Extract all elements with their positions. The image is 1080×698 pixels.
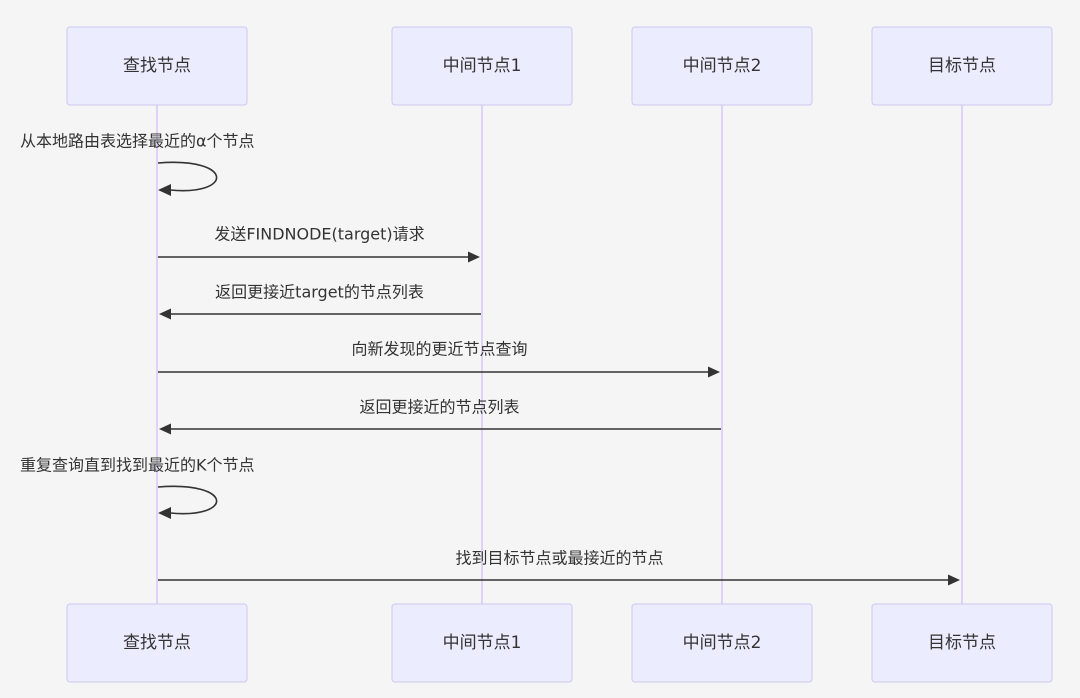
message-3: 返回更接近target的节点列表 xyxy=(159,283,481,320)
arrow-head xyxy=(159,423,171,435)
arrow-head xyxy=(158,184,171,196)
message-1: 从本地路由表选择最近的α个节点 xyxy=(20,132,255,196)
message-label: 返回更接近target的节点列表 xyxy=(215,283,424,302)
actor-label: 目标节点 xyxy=(928,633,996,653)
arrow-head xyxy=(948,574,960,586)
actor-box xyxy=(631,26,813,106)
messages-layer: 从本地路由表选择最近的α个节点发送FINDNODE(target)请求返回更接近… xyxy=(20,132,960,586)
actor-box xyxy=(66,26,248,106)
message-label: 向新发现的更近节点查询 xyxy=(351,340,527,359)
message-4: 向新发现的更近节点查询 xyxy=(158,340,720,378)
message-label: 重复查询直到找到最近的K个节点 xyxy=(20,456,255,475)
actor-target-bottom: 目标节点 xyxy=(871,603,1053,683)
message-label: 发送FINDNODE(target)请求 xyxy=(214,225,424,244)
actors-bottom-row: 查找节点 中间节点1 中间节点2 目标节点 xyxy=(66,603,1053,683)
actor-query-bottom: 查找节点 xyxy=(66,603,248,683)
actor-label: 查找节点 xyxy=(123,633,191,653)
arrow-head xyxy=(468,251,480,263)
message-6: 重复查询直到找到最近的K个节点 xyxy=(20,456,255,519)
self-loop-arrow xyxy=(157,161,218,192)
message-5: 返回更接近的节点列表 xyxy=(159,398,721,435)
self-loop-arrow xyxy=(157,485,218,515)
actor-mid2-bottom: 中间节点2 xyxy=(631,603,813,683)
actor-box xyxy=(391,26,573,106)
message-label: 找到目标节点或最接近的节点 xyxy=(455,549,663,568)
lifelines-layer xyxy=(156,105,963,604)
message-7: 找到目标节点或最接近的节点 xyxy=(158,549,960,586)
actor-label: 目标节点 xyxy=(928,56,996,76)
actor-label: 中间节点2 xyxy=(683,56,762,76)
actor-target-top: 目标节点 xyxy=(871,26,1053,106)
actor-label: 中间节点1 xyxy=(443,56,522,76)
arrow-head xyxy=(159,308,171,320)
actor-label: 中间节点1 xyxy=(443,633,522,653)
actor-mid1-top: 中间节点1 xyxy=(391,26,573,106)
arrow-head xyxy=(158,507,171,519)
actor-mid1-bottom: 中间节点1 xyxy=(391,603,573,683)
actor-box xyxy=(66,603,248,683)
message-label: 从本地路由表选择最近的α个节点 xyxy=(20,132,255,151)
arrow-head xyxy=(708,366,720,378)
actor-box xyxy=(871,603,1053,683)
actor-label: 查找节点 xyxy=(123,56,191,76)
actor-label: 中间节点2 xyxy=(683,633,762,653)
message-2: 发送FINDNODE(target)请求 xyxy=(158,225,480,263)
actor-box xyxy=(391,603,573,683)
actor-box xyxy=(631,603,813,683)
actors-top-row: 查找节点 中间节点1 中间节点2 目标节点 xyxy=(66,26,1053,106)
actor-query-top: 查找节点 xyxy=(66,26,248,106)
actor-mid2-top: 中间节点2 xyxy=(631,26,813,106)
actor-box xyxy=(871,26,1053,106)
message-label: 返回更接近的节点列表 xyxy=(359,398,519,417)
